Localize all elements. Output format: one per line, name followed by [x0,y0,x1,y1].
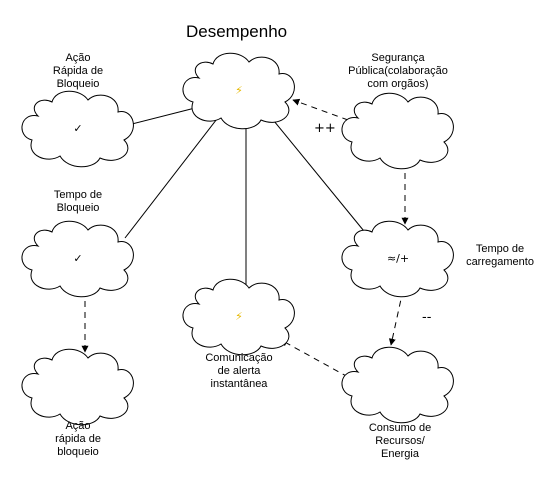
page-title: Desempenho [186,22,288,41]
edge-consumo-comunicacao [280,339,349,378]
label-consumo: Consumo de Recursos/ Energia [368,422,432,460]
label-acao-rapida: Ação Rápida de Bloqueio [52,52,104,90]
check-icon: ✓ [73,252,82,265]
edge-label-minus: -- [422,310,432,325]
edge-carregamento-consumo [388,289,404,346]
check-icon: ✓ [73,122,82,135]
lightning-icon: ⚡ [235,310,243,323]
edge-center-tempo [124,114,221,239]
label-comunicacao: Comunicação de alerta instantânea [205,352,273,390]
edge-center-carregamento [264,109,369,237]
lightning-icon: ⚡ [235,84,243,97]
label-acao-rapida-bottom: Ação rápida de bloqueio [55,420,101,458]
label-tempo-bloqueio: Tempo de Bloqueio [53,189,103,214]
cloud-comunicacao: ⚡ [182,278,295,356]
label-tempo-carregamento: Tempo de carregamento [466,243,534,268]
cloud-center: ⚡ [182,52,295,130]
edge-center-acao [123,107,196,127]
label-seguranca: Segurança Pública(colaboração com orgãos… [348,52,448,90]
cloud-acao-rapida: ✓ [21,90,134,168]
edge-seguranca-center [292,98,349,121]
edge-label-plus: ++ [314,121,336,136]
cloud-consumo [341,346,454,424]
cloud-seguranca [341,92,454,170]
cloud-tempo-carregamento: ≈/+ [341,220,454,298]
cloud-acao-rapida-bottom [21,348,134,426]
cloud-tempo-bloqueio: ✓ [21,220,134,298]
approx-plus-icon: ≈/+ [387,252,409,265]
